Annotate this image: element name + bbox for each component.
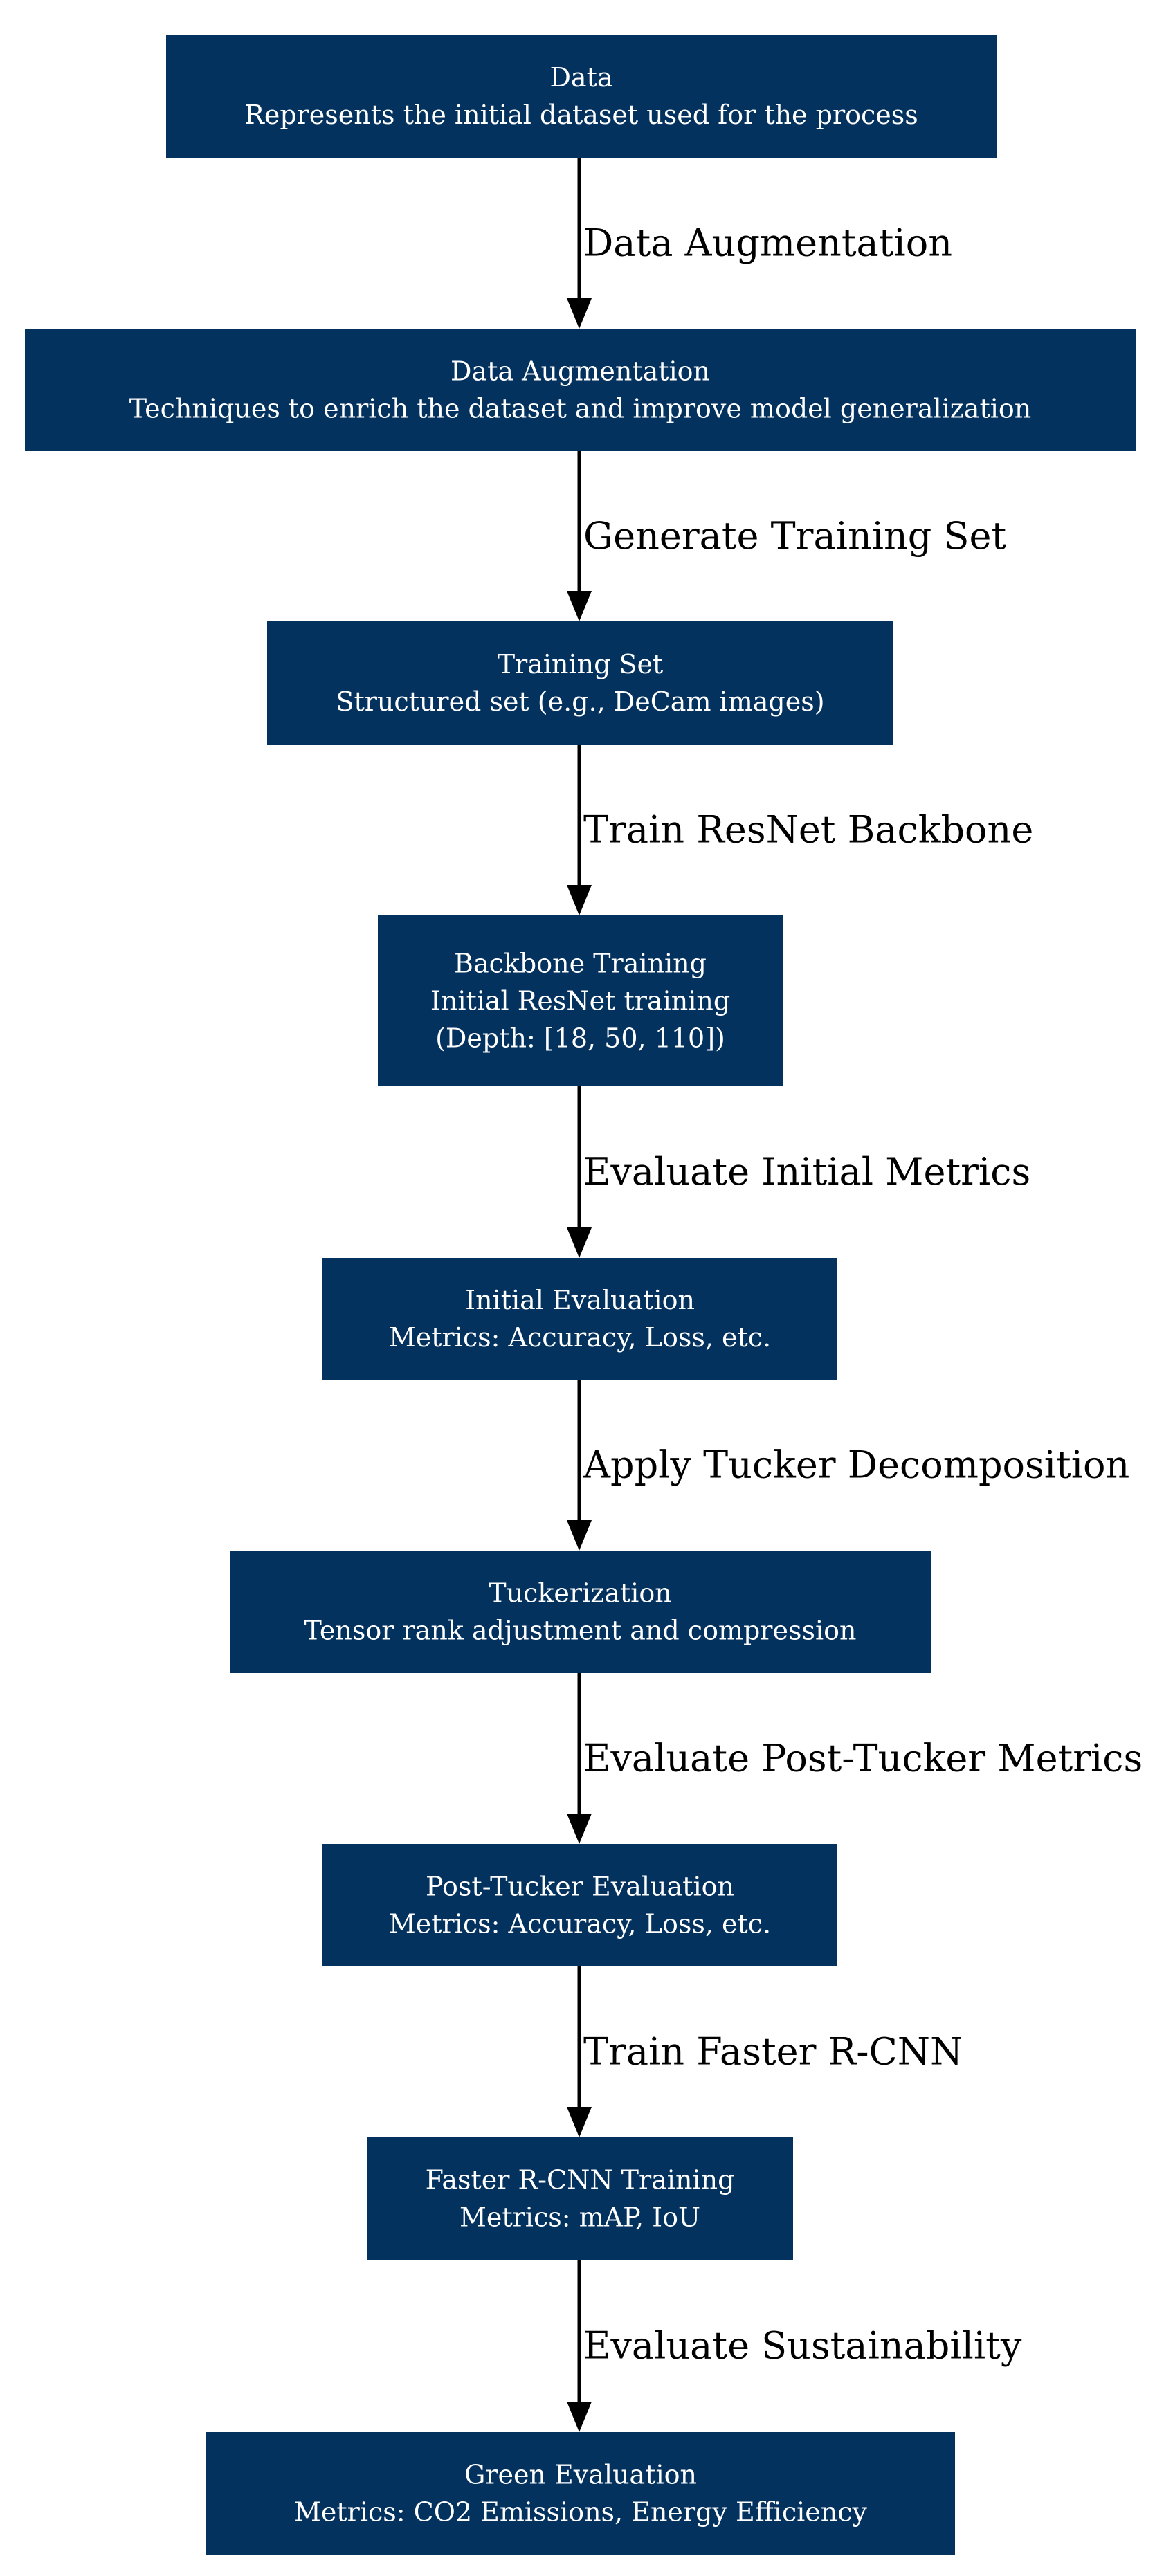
edge-backbone-training-to-initial-evaluation: Evaluate Initial Metrics (567, 1086, 1030, 1258)
node-description: Metrics: CO2 Emissions, Energy Efficienc… (294, 2497, 868, 2528)
node-title: Data Augmentation (451, 356, 710, 387)
arrowhead-icon (567, 591, 592, 621)
node-title: Backbone Training (454, 949, 707, 979)
edge-faster-rcnn-training-to-green-evaluation: Evaluate Sustainability (567, 2260, 1022, 2432)
node-box (322, 1844, 837, 1966)
node-title: Initial Evaluation (465, 1285, 695, 1315)
node-box (267, 621, 893, 745)
node-title: Post-Tucker Evaluation (426, 1872, 734, 1902)
edge-label: Evaluate Initial Metrics (583, 1150, 1030, 1194)
node-description: Metrics: Accuracy, Loss, etc. (389, 1909, 771, 1939)
node-title: Green Evaluation (464, 2460, 697, 2490)
edge-data-augmentation-to-training-set: Generate Training Set (567, 451, 1006, 621)
edge-label: Evaluate Post-Tucker Metrics (583, 1737, 1143, 1780)
node-description: (Depth: [18, 50, 110]) (435, 1023, 725, 1054)
node-description: Structured set (e.g., DeCam images) (336, 686, 824, 717)
edge-data-to-data-augmentation: Data Augmentation (567, 158, 952, 329)
node-description: Techniques to enrich the dataset and imp… (129, 394, 1031, 424)
edge-post-tucker-evaluation-to-faster-rcnn-training: Train Faster R-CNN (567, 1966, 963, 2137)
node-title: Training Set (498, 649, 664, 679)
node-box (367, 2137, 793, 2260)
arrowhead-icon (567, 885, 592, 915)
edge-initial-evaluation-to-tuckerization: Apply Tucker Decomposition (567, 1380, 1129, 1551)
edge-label: Data Augmentation (583, 221, 952, 265)
node-box (230, 1551, 931, 1673)
node-title: Data (549, 62, 612, 93)
node-box (322, 1258, 837, 1380)
edge-label: Train ResNet Backbone (583, 808, 1033, 852)
edge-tuckerization-to-post-tucker-evaluation: Evaluate Post-Tucker Metrics (567, 1673, 1143, 1844)
arrowhead-icon (567, 2402, 592, 2432)
node-description: Represents the initial dataset used for … (244, 100, 918, 130)
edge-label: Evaluate Sustainability (583, 2324, 1022, 2368)
node-box (378, 915, 783, 1086)
node-description: Tensor rank adjustment and compression (304, 1616, 857, 1646)
arrowhead-icon (567, 2107, 592, 2137)
node-box (206, 2432, 955, 2555)
edge-training-set-to-backbone-training: Train ResNet Backbone (567, 745, 1033, 915)
arrowhead-icon (567, 1227, 592, 1258)
node-box (25, 329, 1136, 451)
node-description: Initial ResNet training (430, 986, 730, 1016)
edge-label: Train Faster R-CNN (583, 2030, 963, 2074)
arrowhead-icon (567, 298, 592, 329)
node-description: Metrics: mAP, IoU (460, 2202, 700, 2233)
node-box (166, 35, 997, 158)
edge-label: Apply Tucker Decomposition (583, 1443, 1129, 1487)
edge-label: Generate Training Set (583, 514, 1006, 558)
node-description: Metrics: Accuracy, Loss, etc. (389, 1322, 771, 1353)
arrowhead-icon (567, 1814, 592, 1844)
node-title: Faster R-CNN Training (426, 2165, 735, 2195)
arrowhead-icon (567, 1520, 592, 1551)
node-title: Tuckerization (489, 1578, 671, 1609)
